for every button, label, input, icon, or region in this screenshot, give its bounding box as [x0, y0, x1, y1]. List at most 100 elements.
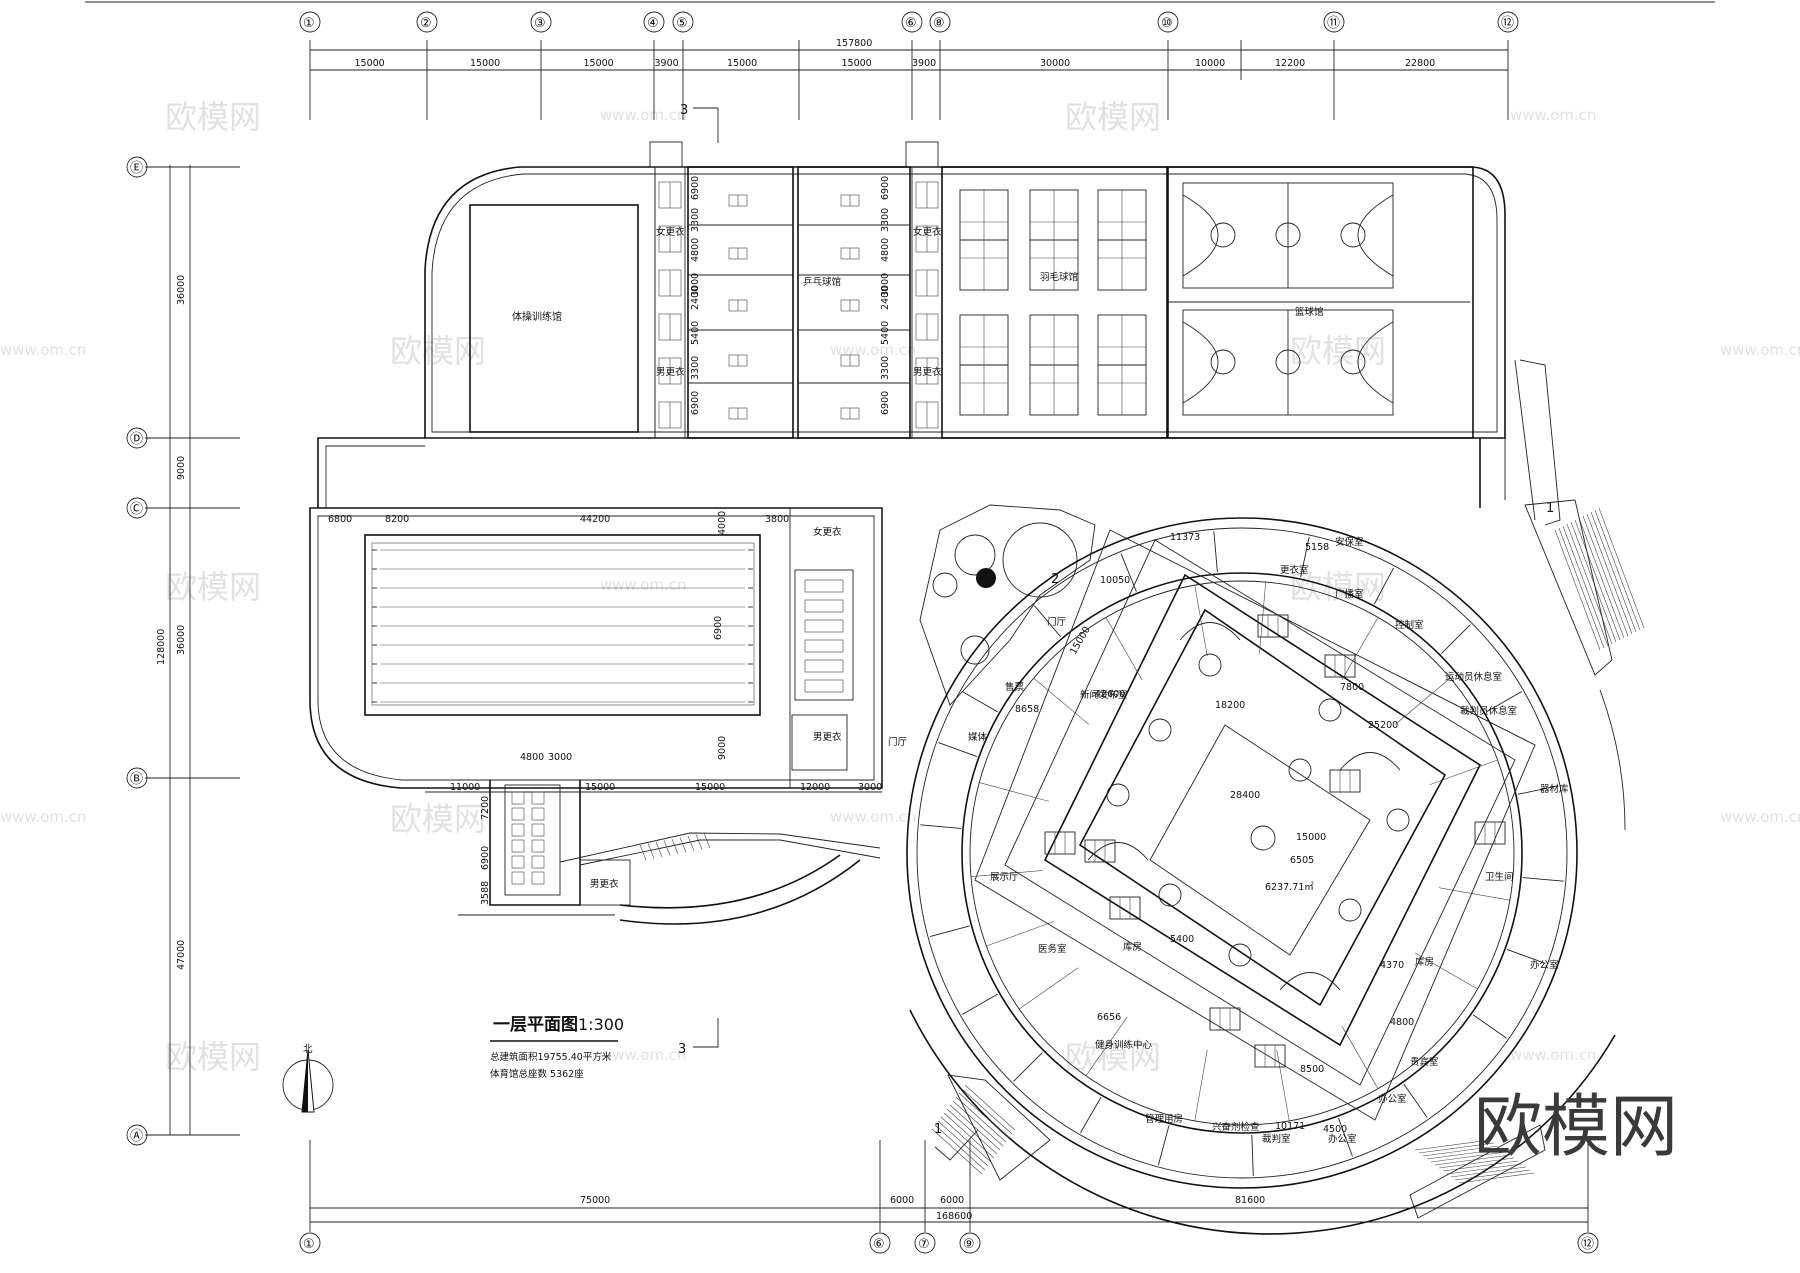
stair-tread: [940, 1116, 992, 1163]
stair-tread: [1582, 515, 1629, 637]
section-mark-3-bottom: 3: [678, 1042, 686, 1057]
wc-stall: [511, 823, 525, 837]
axis-label: Ⓓ: [130, 432, 143, 447]
axis-label: Ⓐ: [130, 1129, 143, 1144]
dim-arena-10050: 10050: [1100, 575, 1130, 586]
dim-pool-44200: 44200: [580, 514, 610, 525]
radial-partition: [1251, 1134, 1254, 1176]
dim-top-segment: 12200: [1275, 58, 1305, 69]
wc-stall: [531, 855, 545, 869]
radial-partition: [1429, 759, 1498, 785]
axis-bubble: [126, 427, 148, 449]
stair-tread: [1434, 1154, 1511, 1166]
stair-tread: [1418, 1142, 1495, 1154]
room-office-s: 办公室: [1328, 1133, 1357, 1145]
dim-top-segment: 15000: [470, 58, 500, 69]
court-circle: [1148, 718, 1172, 742]
radial-partition: [1415, 952, 1478, 990]
dim-pool-15000a: 15000: [585, 782, 615, 793]
radial-partition: [1276, 1049, 1290, 1121]
room-storage-e: 库房: [1415, 956, 1434, 968]
stair-tread: [961, 1088, 1013, 1135]
dim-arena-5400: 10171: [1275, 1121, 1305, 1132]
radial-partition: [1338, 1117, 1353, 1157]
center-circle: [1275, 222, 1301, 248]
section-marks: 3 3 1 1: [678, 103, 1554, 1161]
radial-partition: [1157, 1125, 1170, 1166]
dim-bottom-81600: 81600: [1235, 1195, 1265, 1206]
stair-tread: [1438, 1157, 1515, 1169]
stair-tread: [952, 1100, 1004, 1147]
dim-arena-8500: 8658: [1015, 704, 1039, 715]
room-training: 健身训练中心: [1095, 1039, 1153, 1051]
arena-floor-area: 6237.71㎡: [1265, 882, 1314, 893]
watermark-url: www.om.cn: [1510, 1046, 1597, 1064]
stair-tread: [1598, 507, 1645, 629]
entrance-platform: [1524, 499, 1613, 676]
dim-arena-21600: 6656: [1097, 1012, 1121, 1023]
note-area: 总建筑面积19755.40平方米: [490, 1051, 612, 1063]
north-label: 北: [303, 1044, 313, 1055]
room-admin: 管理用房: [1145, 1113, 1183, 1125]
court-arc: [1087, 842, 1149, 861]
wc-stall: [511, 855, 525, 869]
dim-arena-18200: 7800: [1340, 682, 1364, 693]
radial-partition: [1341, 617, 1379, 680]
room-arena-entry: 门厅: [1047, 616, 1067, 628]
radial-partition: [1213, 531, 1218, 573]
watermark-url: www.om.cn: [600, 106, 687, 124]
dim-pool-11000: 11000: [450, 782, 480, 793]
title-block: 一层平面图 1:300 总建筑面积19755.40平方米 体育馆总座数 5362…: [490, 1015, 624, 1080]
radial-partition: [1085, 1016, 1128, 1076]
dim-pool-8200: 8200: [385, 514, 409, 525]
room-gymnastics: 体操训练馆: [512, 310, 562, 323]
ramp-step: [663, 840, 671, 856]
stair-tread: [946, 1108, 998, 1155]
tree-dot: [976, 568, 996, 588]
court-circle: [1106, 783, 1130, 807]
dim-bottom-75000: 75000: [580, 1195, 610, 1206]
wc-block: [1109, 896, 1141, 920]
axis-bubble: [914, 1232, 936, 1254]
axis-bubble: [869, 1232, 891, 1254]
dim-pp: 5400: [880, 321, 891, 345]
stair-tread: [949, 1104, 1001, 1151]
dim-top-segment: 15000: [584, 58, 614, 69]
stair-tread: [1594, 509, 1641, 631]
room-referee-rest: 裁判员休息室: [1460, 705, 1517, 717]
ramp-step: [655, 841, 663, 858]
stair-tread: [1574, 519, 1621, 641]
room-referee: 裁判室: [1262, 1133, 1291, 1145]
key-circle: [1340, 222, 1366, 248]
wc-block: [1209, 1007, 1241, 1031]
room-press: 新闻发布室: [1080, 689, 1128, 701]
axis-bubble: [126, 1124, 148, 1146]
drawing-scale: 1:300: [578, 1015, 624, 1034]
pool-block: 6800 8200 44200 4000 3800 6900 9000 女更衣 …: [309, 507, 908, 793]
axis-bubble: [672, 11, 694, 33]
room-medical: 医务室: [1038, 943, 1067, 955]
dim-pool-3800: 3800: [765, 514, 789, 525]
locker-bench: [804, 579, 844, 593]
axis-bubble: [299, 1232, 321, 1254]
corridor: [317, 359, 1561, 526]
locker-bench: [804, 659, 844, 673]
court-circle: [1386, 808, 1410, 832]
dim-arena-6656: 4500: [1323, 1124, 1347, 1135]
dim-top-segment: 15000: [355, 58, 385, 69]
dim-top-segment: 15000: [842, 58, 872, 69]
wc-block: [1329, 769, 1361, 793]
dim-pp: 3300: [880, 208, 891, 232]
room-storage-w: 库房: [1123, 941, 1142, 953]
radial-partition: [971, 870, 1043, 878]
dim-left-36000-b: 36000: [176, 625, 187, 655]
court-arc: [1279, 972, 1341, 991]
dim-pool-15000b: 15000: [695, 782, 725, 793]
axis-label: ⑨: [963, 1237, 975, 1252]
key-circle: [1210, 222, 1236, 248]
dim-pp: 2400: [690, 286, 701, 310]
watermark: 欧模网: [390, 800, 486, 838]
radial-partition: [1373, 567, 1395, 605]
axis-bubble: [126, 497, 148, 519]
